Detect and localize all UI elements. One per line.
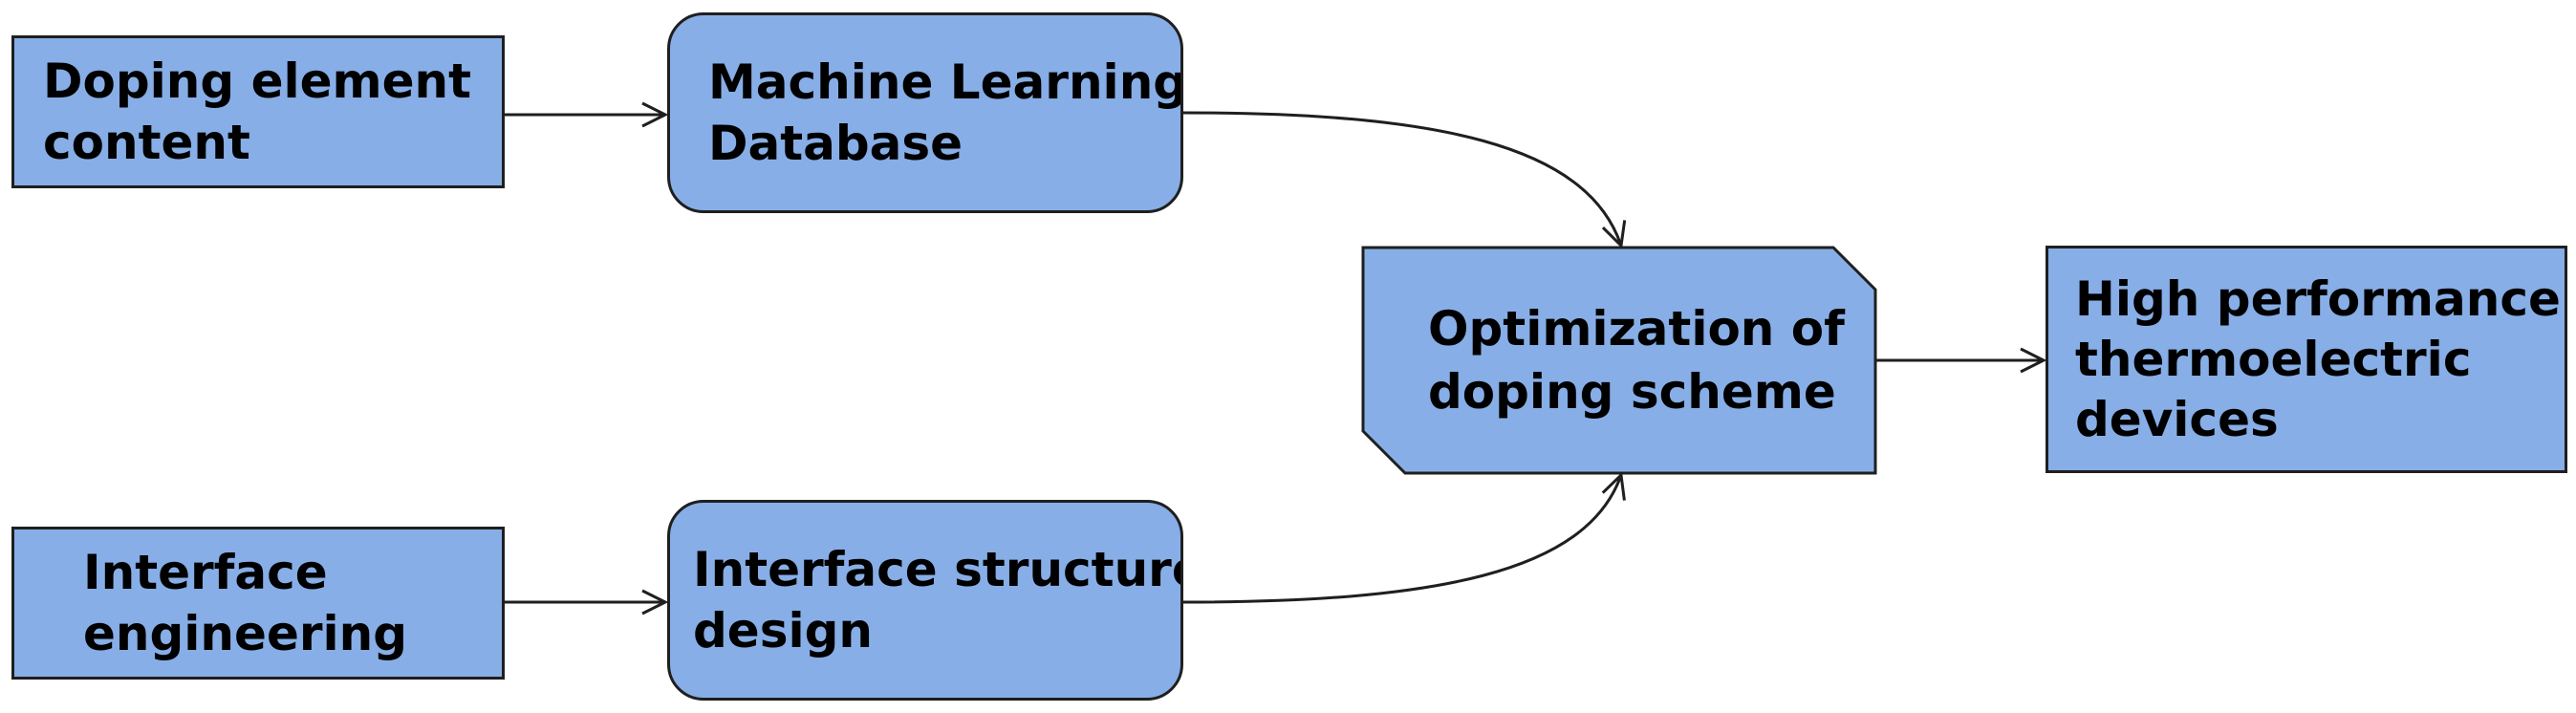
- high-performance-devices-line3: devices: [2075, 391, 2279, 447]
- high-performance-devices-line1: High performance: [2075, 270, 2561, 327]
- interface-engineering-line2: engineering: [83, 606, 408, 661]
- interface-structure-design-line2: design: [693, 603, 873, 659]
- high-performance-devices-line2: thermoelectric: [2075, 331, 2472, 387]
- interface-engineering-line1: Interface: [83, 545, 328, 600]
- interface-structure-design-line1: Interface structure: [693, 542, 1183, 597]
- doping-element-content-box: Doping element content: [11, 35, 505, 188]
- doping-element-content-line2: content: [43, 115, 250, 170]
- machine-learning-database-line2: Database: [708, 116, 963, 171]
- interface-structure-design-box: Interface structure design: [667, 500, 1183, 701]
- optimization-of-doping-scheme-box: Optimization of doping scheme: [1363, 248, 1875, 473]
- arrow-ml-to-optimization: [1182, 111, 1627, 249]
- machine-learning-database-line1: Machine Learning: [708, 54, 1183, 110]
- machine-learning-database-box: Machine Learning Database: [667, 12, 1183, 213]
- arrow-struct-to-optimization: [1182, 471, 1626, 604]
- high-performance-devices-box: High performance thermoelectric devices: [2046, 246, 2567, 473]
- doping-element-content-line1: Doping element: [43, 54, 472, 109]
- optimization-of-doping-scheme-line1: Optimization of: [1428, 301, 1845, 356]
- optimization-box-shape: [1361, 246, 1877, 475]
- optimization-of-doping-scheme-line2: doping scheme: [1428, 364, 1836, 420]
- interface-engineering-box: Interface engineering: [11, 527, 505, 680]
